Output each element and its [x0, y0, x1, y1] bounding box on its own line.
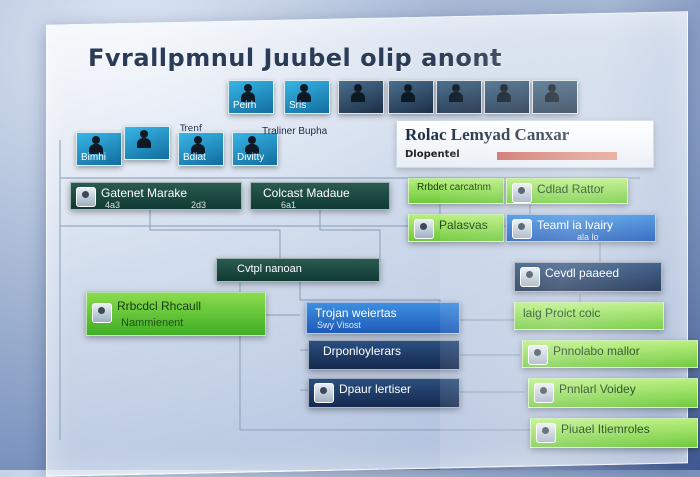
org-node[interactable]: Colcast Madaue 6a1 [250, 182, 390, 210]
person-icon [545, 84, 559, 102]
page-title: Fvrallpmnul Juubel olip anont [88, 44, 502, 72]
profile-tile[interactable] [532, 80, 578, 114]
org-node[interactable]: Cdlad Rattor [506, 178, 628, 204]
profile-tile[interactable]: Bimhi [76, 132, 122, 166]
avatar-icon [512, 219, 532, 239]
profile-tile[interactable]: Sris [284, 80, 330, 114]
profile-tile[interactable] [388, 80, 434, 114]
org-node[interactable]: Teaml ia lvairy ala lo [506, 214, 656, 242]
profile-tile[interactable] [484, 80, 530, 114]
avatar-icon [534, 383, 554, 403]
org-node[interactable]: Rrbdet carcatnm [408, 178, 504, 204]
person-icon [351, 84, 365, 102]
org-node[interactable]: Pnnolabo mallor [522, 340, 698, 368]
person-icon [297, 84, 311, 102]
org-node[interactable]: Gatenet Marake 4a3 2d3 [70, 182, 242, 210]
profile-tile[interactable] [338, 80, 384, 114]
profile-tile[interactable]: Peirh [228, 80, 274, 114]
person-icon [449, 84, 463, 102]
header-accent-bar [497, 152, 617, 160]
org-node[interactable]: Drponloylerars [308, 340, 460, 370]
org-node[interactable]: Rrbcdcl Rhcaull Nammienent [86, 292, 266, 336]
org-node[interactable]: Palasvas [408, 214, 504, 242]
profile-tile[interactable] [124, 126, 170, 160]
trainer-label: Trenf [180, 124, 203, 134]
org-node[interactable]: Cvtpl nanoan [216, 258, 380, 282]
avatar-icon [536, 423, 556, 443]
avatar-icon [414, 219, 434, 239]
org-node[interactable]: Cevdl paaeed [514, 262, 662, 292]
person-icon [401, 84, 415, 102]
profile-tile[interactable]: Bdiat [178, 132, 224, 166]
org-node[interactable]: Trojan weiertas Swy Visost [306, 302, 460, 334]
department-header: Rolac Lemyad Canxar Dlopentel [396, 120, 654, 168]
avatar-icon [512, 183, 532, 203]
avatar-icon [76, 187, 96, 207]
person-icon [245, 136, 259, 154]
trainer-label: Traliner Bupha [262, 126, 328, 137]
avatar-icon [520, 267, 540, 287]
person-icon [137, 130, 151, 148]
profile-tile[interactable] [436, 80, 482, 114]
org-node[interactable]: Piuael Itiemroles [530, 418, 698, 448]
org-node[interactable]: Pnnlarl Voidey [528, 378, 698, 408]
person-icon [497, 84, 511, 102]
avatar-icon [314, 383, 334, 403]
person-icon [241, 84, 255, 102]
avatar-icon [92, 303, 112, 323]
person-icon [191, 136, 205, 154]
org-node[interactable]: laig Proict coic [514, 302, 664, 330]
profile-tile[interactable]: Divitty [232, 132, 278, 166]
avatar-icon [528, 345, 548, 365]
person-icon [89, 136, 103, 154]
org-node[interactable]: Dpaur lertiser [308, 378, 460, 408]
